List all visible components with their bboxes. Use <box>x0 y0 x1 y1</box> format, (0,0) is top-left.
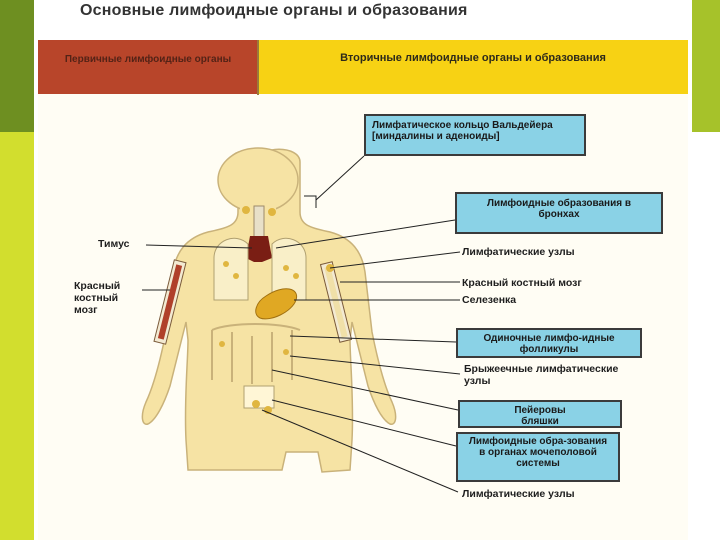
label-thymus: Тимус <box>98 238 130 250</box>
box-urogenital-lymphoid: Лимфоидные обра-зования в органах мочепо… <box>456 432 620 482</box>
label-spleen: Селезенка <box>462 294 517 306</box>
leader-lines <box>142 155 461 493</box>
label-mesenteric-nodes: Брыжеечные лимфатические узлы <box>464 363 619 387</box>
spleen-organ <box>255 288 298 320</box>
intestines <box>211 323 301 384</box>
header-primary-organs: Первичные лимфоидные органы <box>38 40 258 94</box>
slide-accent-bar-top <box>0 0 34 132</box>
left-arm-marrow <box>157 264 183 340</box>
leader-lymph-nodes-bottom <box>261 409 459 493</box>
lymph-node <box>283 265 289 271</box>
lymph-node <box>268 208 276 216</box>
bladder-area <box>243 385 275 409</box>
leader-thymus <box>145 244 253 249</box>
box-peyer-patches: Пейеровы бляшки <box>458 400 622 428</box>
thymus-organ <box>246 236 272 262</box>
leader-urogenital <box>271 399 457 447</box>
label-lymph-nodes-bottom: Лимфатические узлы <box>462 488 575 500</box>
leader-lymph-nodes <box>329 251 461 269</box>
header-primary-label: Первичные лимфоидные органы <box>64 54 232 65</box>
lung-left <box>213 237 249 301</box>
leader-follicles <box>289 335 457 343</box>
leader-bronchi <box>275 219 456 249</box>
leader-waldeyer <box>304 155 365 208</box>
slide-title: Основные лимфоидные органы и образования <box>80 2 468 19</box>
header-secondary-organs: Вторичные лимфоидные органы и образовани… <box>258 40 688 94</box>
label-lymph-nodes: Лимфатические узлы <box>462 246 575 258</box>
right-arm-marrow <box>324 266 348 338</box>
lymph-node <box>219 341 225 347</box>
lymph-node <box>283 349 289 355</box>
box-waldeyer-ring: Лимфатическое кольцо Вальдейера [миндали… <box>364 114 586 156</box>
box-solitary-follicles: Одиночные лимфо-идные фолликулы <box>456 328 642 358</box>
leader-peyer <box>271 369 459 411</box>
slide-accent-bar-right <box>692 0 720 132</box>
lymph-node <box>223 261 229 267</box>
column-divider <box>257 40 259 95</box>
box-bronchial-lymphoid: Лимфоидные образования в бронхах <box>455 192 663 234</box>
lymph-node <box>233 273 239 279</box>
slide-accent-bar-left <box>0 132 34 540</box>
lymph-node <box>293 273 299 279</box>
header-secondary-label: Вторичные лимфоидные органы и образовани… <box>340 52 606 64</box>
leader-mesenteric <box>289 355 461 375</box>
label-red-marrow-right: Красный костный мозг <box>462 277 582 289</box>
lymph-node <box>242 206 250 214</box>
label-red-marrow-left: Красный костный мозг <box>74 280 121 316</box>
lymph-node <box>252 400 260 408</box>
